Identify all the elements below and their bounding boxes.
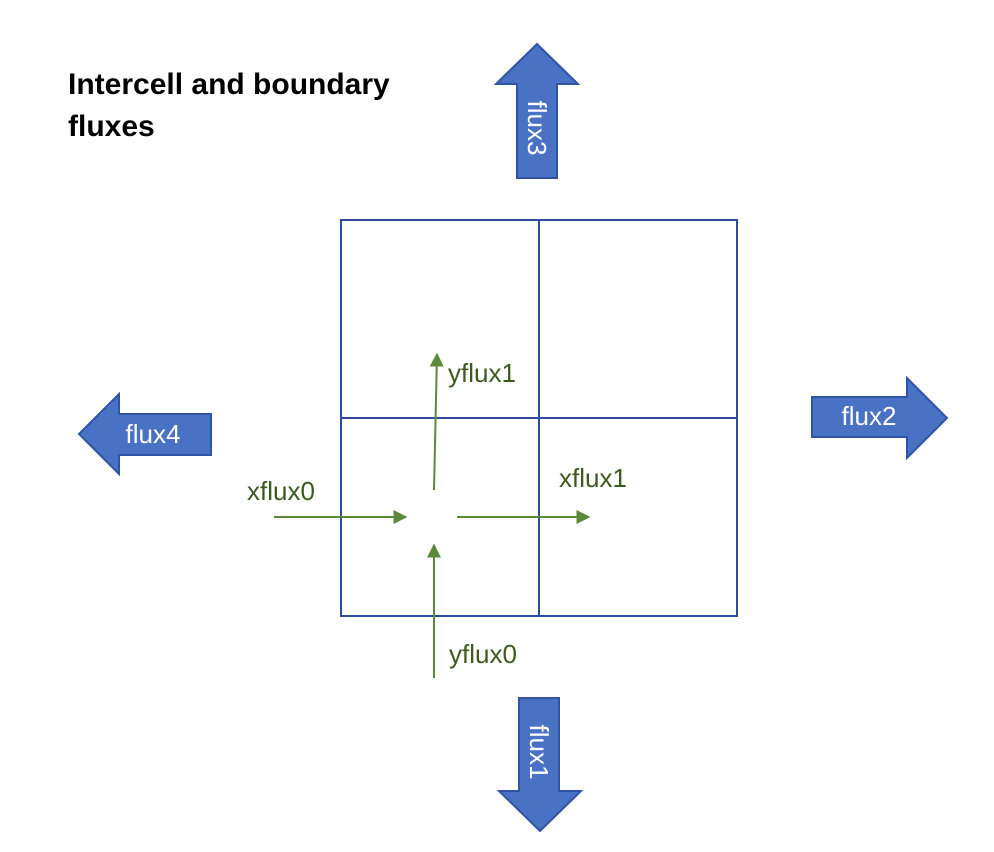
intercell-arrows [274,352,591,678]
cell-grid [340,219,738,617]
yflux0-label: yflux0 [449,639,517,669]
flux2-block-arrow [811,375,949,461]
yflux1-label: yflux1 [448,358,516,388]
boundary-arrow-right: flux2 [811,375,949,461]
boundary-arrow-left: flux4 [77,391,212,477]
flux3-label: flux3 [522,101,552,156]
xflux0-label: xflux0 [247,476,315,506]
title-line-1: Intercell and boundary [68,68,390,101]
flux2-label: flux2 [842,401,897,431]
flux3-block-arrow [493,42,581,179]
flux1-label: flux1 [524,725,554,780]
flux1-block-arrow [496,697,584,833]
boundary-arrow-top: flux3 [493,42,581,179]
diagram-title: Intercell and boundary fluxes [68,64,428,148]
yflux1-arrow [429,352,444,491]
flux4-label: flux4 [126,419,181,449]
boundary-arrow-bottom: flux1 [496,697,584,833]
xflux1-label: xflux1 [559,463,627,493]
flux4-block-arrow [77,391,212,477]
title-line-2: fluxes [68,110,155,143]
